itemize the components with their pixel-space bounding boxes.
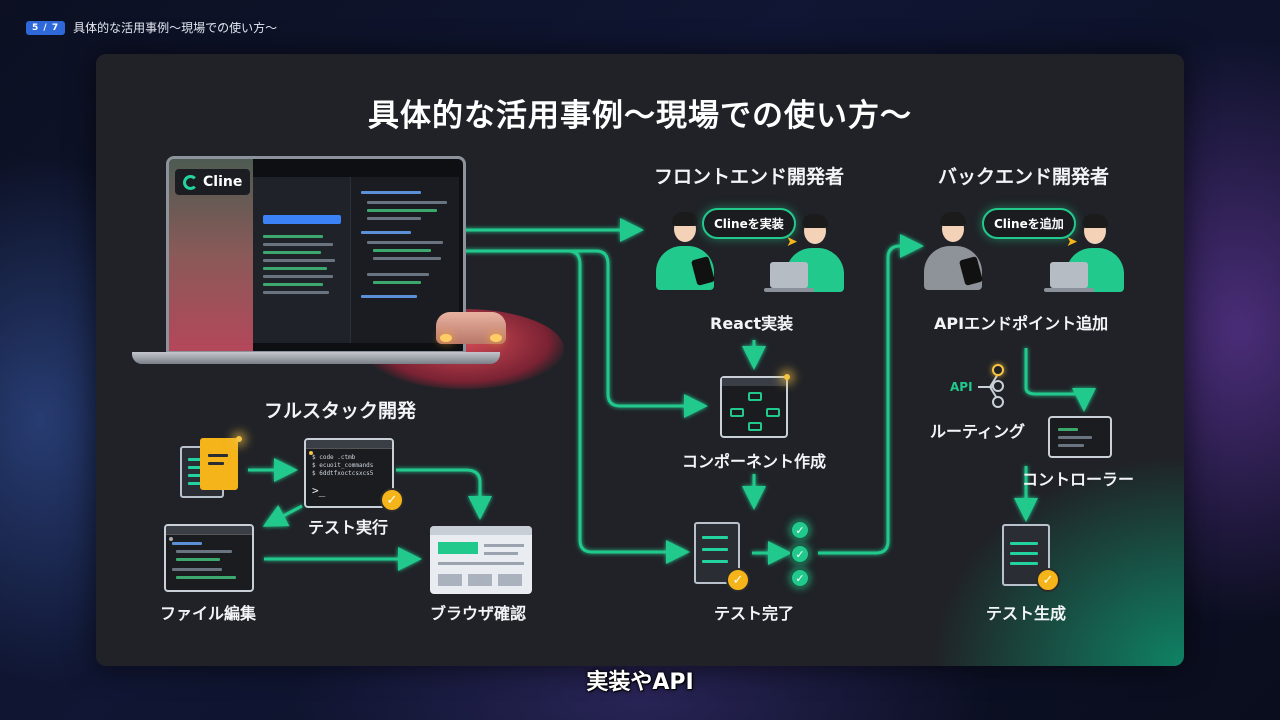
cline-logo: Cline <box>175 169 251 195</box>
frontend-dev-with-laptop <box>764 214 846 294</box>
file-edit-label: ファイル編集 <box>160 604 257 623</box>
check-circle-icon: ✓ <box>790 520 810 540</box>
check-circle-icon: ✓ <box>790 544 810 564</box>
test-run-label: テスト実行 <box>308 518 389 537</box>
slide-title: 具体的な活用事例〜現場での使い方〜 <box>368 98 912 134</box>
backend-dev-with-laptop <box>1044 214 1126 294</box>
laptop-icon <box>1044 262 1094 292</box>
top-bar: 5 / 7 具体的な活用事例〜現場での使い方〜 <box>26 19 277 36</box>
terminal-prompt: >_ <box>312 484 326 497</box>
frontend-speech-bubble: Clineを実装 <box>702 208 796 239</box>
check-icon: ✓ <box>380 488 404 512</box>
document-stack-icon <box>200 438 238 490</box>
component-diagram-icon <box>720 376 788 438</box>
api-endpoint-label: APIエンドポイント追加 <box>934 314 1109 333</box>
routing-label: ルーティング <box>930 422 1026 441</box>
page-badge: 5 / 7 <box>26 20 66 35</box>
slide: 具体的な活用事例〜現場での使い方〜 <box>96 54 1184 666</box>
test-gen-label: テスト生成 <box>986 604 1067 623</box>
laptop-illustration: Cline <box>132 156 500 366</box>
backend-heading: バックエンド開発者 <box>938 166 1110 188</box>
ide-button <box>263 215 341 224</box>
highlight-glow <box>784 374 790 380</box>
ide-window <box>253 177 459 343</box>
cursor-icon: ➤ <box>786 234 798 250</box>
video-caption: 実装やAPI <box>586 670 694 695</box>
route-node <box>992 364 1004 376</box>
terminal-line: $ code .ctmb <box>312 454 356 461</box>
terminal-window: $ code .ctmb $ ecuoit_commands $ 6ddtfxo… <box>304 438 394 508</box>
arrow-checks-to-backend <box>818 234 924 555</box>
controller-label: コントローラー <box>1022 470 1135 489</box>
route-node <box>992 396 1004 408</box>
check-icon: ✓ <box>726 568 750 592</box>
arrow-laptop-to-testdone <box>336 249 690 564</box>
laptop-icon <box>764 262 814 292</box>
laptop-base <box>132 352 500 364</box>
backend-dev-with-tablet <box>924 210 1004 290</box>
laptop-screen: Cline <box>166 156 466 354</box>
frontend-heading: フロントエンド開発者 <box>654 166 845 188</box>
component-label: コンポーネント作成 <box>682 452 827 471</box>
cursor-icon: ➤ <box>1066 234 1078 250</box>
arrow-terminal-to-editor <box>262 504 303 527</box>
terminal-line: $ ecuoit_commands <box>312 462 374 469</box>
terminal-line: $ 6ddtfxoctcsxcs5 <box>312 470 374 477</box>
arrow-api-to-controller <box>1024 348 1096 412</box>
api-tag: API <box>950 380 973 394</box>
car-headlight <box>490 334 502 342</box>
cline-logo-text: Cline <box>203 174 243 190</box>
cline-logo-icon <box>183 174 198 190</box>
flow-arrows <box>248 218 1096 571</box>
fullstack-heading: フルスタック開発 <box>264 400 417 422</box>
react-label: React実装 <box>710 314 794 333</box>
browser-check-label: ブラウザ確認 <box>430 604 527 623</box>
arrow-terminal-to-browser <box>396 468 492 520</box>
backend-speech-bubble: Clineを追加 <box>982 208 1076 239</box>
car-headlight <box>440 334 452 342</box>
browser-window-icon <box>430 526 532 594</box>
controller-window-icon <box>1048 416 1112 458</box>
code-editor-window <box>164 524 254 592</box>
ide-sidebar <box>253 177 351 343</box>
arrow-laptop-to-component <box>336 249 708 418</box>
route-node <box>992 380 1004 392</box>
check-icon: ✓ <box>1036 568 1060 592</box>
frontend-dev-with-tablet <box>656 210 736 290</box>
test-done-label: テスト完了 <box>714 604 795 623</box>
highlight-glow <box>236 436 242 442</box>
deck-title: 具体的な活用事例〜現場での使い方〜 <box>73 21 278 35</box>
check-circle-icon: ✓ <box>790 568 810 588</box>
